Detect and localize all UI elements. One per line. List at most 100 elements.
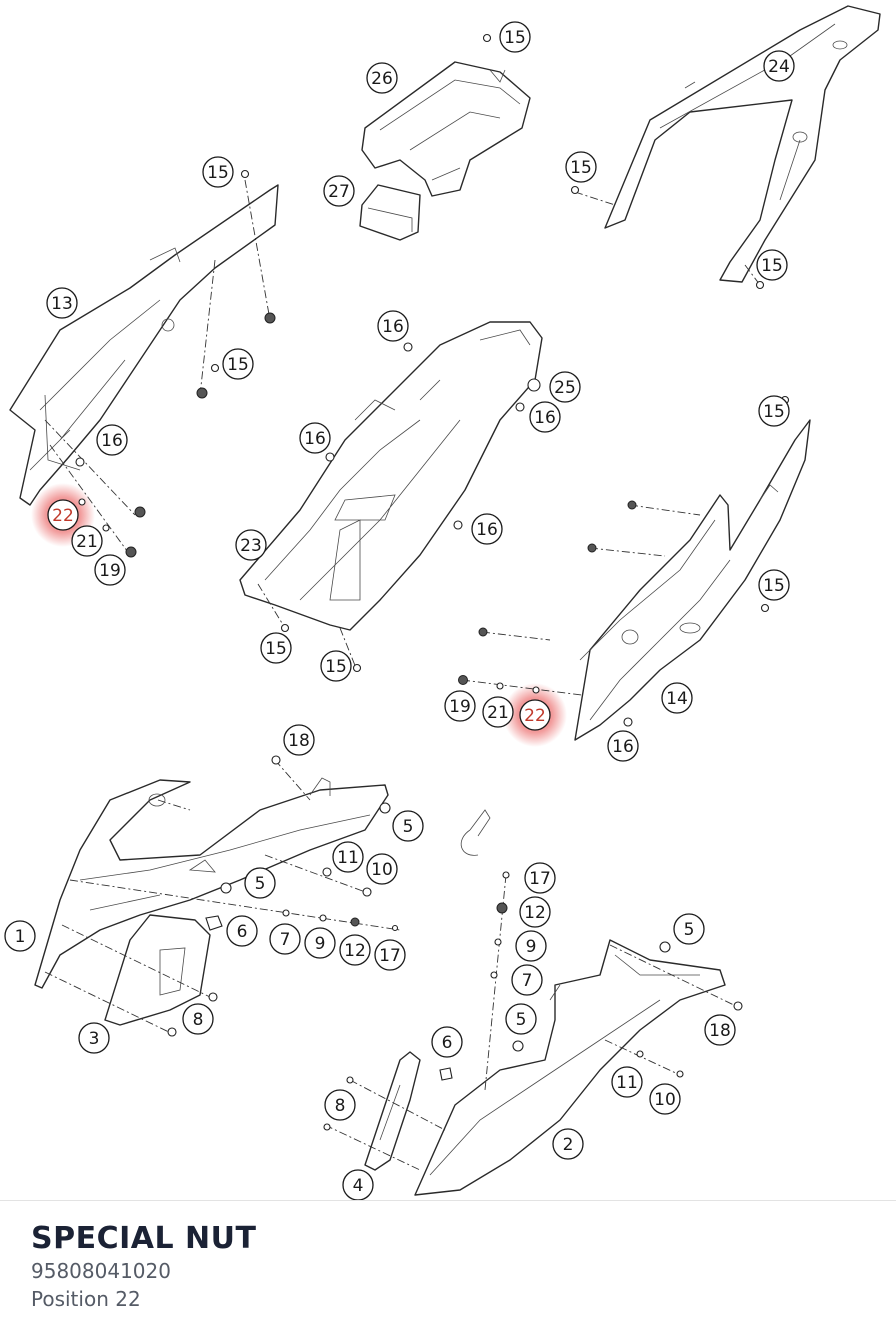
callout-circle: [323, 175, 355, 207]
callout-circle: [756, 249, 788, 281]
part-26-tray: [361, 61, 531, 197]
callout-circle: [673, 913, 705, 945]
callout-circle: [182, 1003, 214, 1035]
part-3-lower-cover: [104, 914, 211, 1026]
callout-number: 9: [526, 937, 537, 957]
callout-number: 16: [304, 429, 326, 449]
callout-number: 16: [534, 408, 556, 428]
part-2-right-fairing: [414, 939, 726, 1196]
callout-number: 15: [763, 576, 785, 596]
part-23-inner-fender: [239, 321, 543, 631]
callout-number: 11: [337, 848, 359, 868]
callout-15: 15: [756, 249, 788, 281]
callout-circle: [244, 867, 276, 899]
part-4-bracket: [364, 1051, 421, 1171]
callout-21: 21: [71, 525, 103, 557]
exploded-parts-diagram: 1526272415151513151625161622211916151623…: [4, 5, 881, 1200]
fastener-hardware: [75, 33, 790, 1131]
callout-22: 22: [519, 699, 551, 731]
callout-number: 21: [76, 532, 98, 552]
callout-12: 12: [519, 896, 551, 928]
callout-number: 22: [524, 706, 546, 726]
callout-number: 12: [344, 941, 366, 961]
part-name: SPECIAL NUT: [31, 1221, 257, 1256]
callout-15: 15: [260, 632, 292, 664]
callout-circle: [611, 1066, 643, 1098]
callout-number: 5: [684, 920, 695, 940]
callout-10: 10: [649, 1083, 681, 1115]
callout-15: 15: [222, 348, 254, 380]
callout-number: 24: [768, 57, 790, 77]
callout-circle: [366, 853, 398, 885]
callout-5: 5: [392, 810, 424, 842]
callout-circle: [4, 920, 36, 952]
callout-circle: [299, 422, 331, 454]
callout-number: 19: [99, 561, 121, 581]
callout-circle: [552, 1128, 584, 1160]
clip-hardware: [205, 809, 491, 1081]
callout-circle: [607, 730, 639, 762]
callout-circle: [46, 287, 78, 319]
callout-circle: [431, 1026, 463, 1058]
callout-number: 13: [51, 294, 73, 314]
callout-circle: [392, 810, 424, 842]
callout-3: 3: [78, 1022, 110, 1054]
callout-number: 19: [449, 697, 471, 717]
callout-16: 16: [529, 401, 561, 433]
callout-18: 18: [283, 724, 315, 756]
callout-circle: [499, 21, 531, 53]
callout-number: 15: [570, 158, 592, 178]
callout-circle: [226, 915, 258, 947]
callout-9: 9: [304, 927, 336, 959]
callout-1: 1: [4, 920, 36, 952]
callout-15: 15: [758, 395, 790, 427]
callout-number: 15: [504, 28, 526, 48]
callout-number: 22: [52, 506, 74, 526]
callout-26: 26: [366, 62, 398, 94]
callout-6: 6: [226, 915, 258, 947]
callout-16: 16: [377, 310, 409, 342]
callout-number: 16: [476, 520, 498, 540]
callout-11: 11: [611, 1066, 643, 1098]
callout-circle: [649, 1083, 681, 1115]
callout-number: 3: [89, 1029, 100, 1049]
callout-number: 17: [529, 869, 551, 889]
callout-6: 6: [431, 1026, 463, 1058]
callout-number: 15: [763, 402, 785, 422]
callout-circle: [511, 964, 543, 996]
callout-circle: [471, 513, 503, 545]
callout-circle: [366, 62, 398, 94]
callout-circle: [565, 151, 597, 183]
callout-circle: [444, 690, 476, 722]
callout-number: 15: [265, 639, 287, 659]
callout-circle: [529, 401, 561, 433]
callout-number: 8: [335, 1096, 346, 1116]
callout-number: 6: [442, 1033, 453, 1053]
part-1-left-fairing: [34, 777, 389, 989]
callout-25: 25: [549, 371, 581, 403]
callout-circle: [235, 529, 267, 561]
callout-16: 16: [607, 730, 639, 762]
callout-number: 2: [563, 1135, 574, 1155]
callout-number: 11: [616, 1073, 638, 1093]
callout-number: 21: [487, 703, 509, 723]
callout-number: 15: [761, 256, 783, 276]
position-value: 22: [115, 1287, 141, 1311]
callout-22: 22: [47, 499, 79, 531]
callout-13: 13: [46, 287, 78, 319]
callout-2: 2: [552, 1128, 584, 1160]
callout-circle: [505, 1003, 537, 1035]
callout-7: 7: [511, 964, 543, 996]
callout-circle: [549, 371, 581, 403]
callout-number: 10: [654, 1090, 676, 1110]
callout-number: 5: [516, 1010, 527, 1030]
callout-number: 17: [379, 946, 401, 966]
callout-number: 16: [612, 737, 634, 757]
callout-15: 15: [320, 650, 352, 682]
callout-7: 7: [269, 923, 301, 955]
callout-number: 7: [280, 930, 291, 950]
callout-circle: [304, 927, 336, 959]
callout-21: 21: [482, 696, 514, 728]
callout-circle: [515, 930, 547, 962]
